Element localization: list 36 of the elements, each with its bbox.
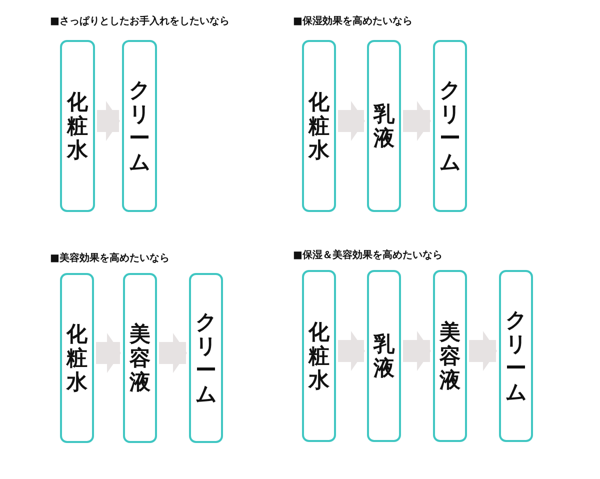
arrow (403, 101, 431, 141)
step-box (123, 273, 157, 443)
step-box (302, 270, 336, 442)
section-heading: ■保湿＆美容効果を高めたいなら (293, 248, 442, 262)
step-box (122, 40, 157, 212)
step-box (499, 270, 533, 442)
step-label: 化粧水 (67, 90, 88, 162)
arrow (159, 333, 187, 373)
step-box (60, 40, 95, 212)
step-label: 乳液 (374, 332, 394, 380)
step-label: クリーム (440, 78, 460, 174)
step-label: 化粧水 (308, 90, 330, 162)
arrow (403, 331, 431, 371)
step-box (302, 40, 336, 212)
step-label: 美容液 (130, 322, 150, 394)
arrow (338, 331, 365, 371)
step-box (367, 270, 401, 442)
step-box (433, 270, 467, 442)
step-label: クリーム (196, 310, 216, 406)
arrow (96, 333, 121, 373)
arrow (97, 101, 120, 141)
step-label: 化粧水 (308, 320, 330, 392)
arrow (469, 331, 497, 371)
step-box (433, 40, 467, 212)
step-label: 化粧水 (66, 322, 88, 394)
step-box (60, 273, 94, 443)
step-label: クリーム (129, 78, 150, 174)
section-heading: ■美容効果を高めたいなら (50, 251, 170, 265)
step-box (367, 40, 401, 212)
section-heading: ■さっぱりとしたお手入れをしたいなら (50, 14, 230, 28)
step-label: 美容液 (440, 320, 460, 392)
step-label: 乳液 (374, 102, 394, 150)
arrow (338, 101, 365, 141)
step-label: クリーム (506, 308, 526, 404)
section-heading: ■保湿効果を高めたいなら (293, 14, 412, 28)
step-box (189, 273, 223, 443)
